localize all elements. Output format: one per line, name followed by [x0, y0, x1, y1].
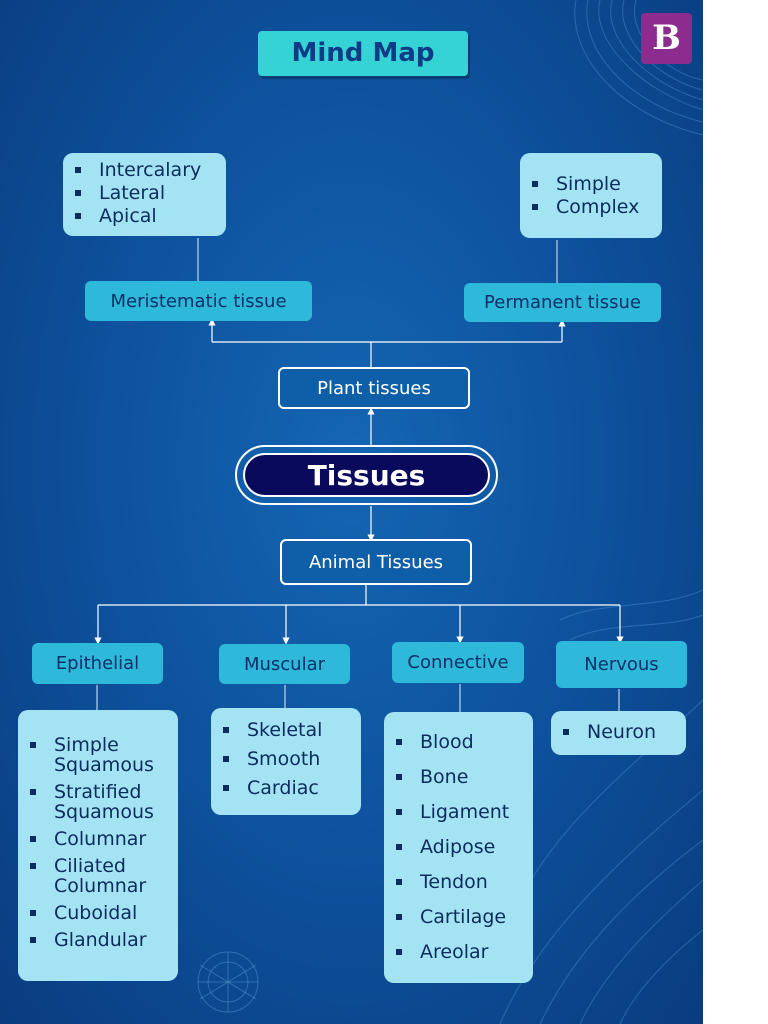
list-item: Tendon — [384, 872, 533, 892]
list-item: Cartilage — [384, 907, 533, 927]
nervous-types-list: Neuron — [551, 722, 686, 742]
list-item: Neuron — [551, 722, 686, 742]
animal-tissues-node: Animal Tissues — [280, 539, 472, 585]
list-item: Columnar — [18, 829, 178, 849]
list-item: Smooth — [211, 749, 361, 769]
logo-letter: B — [652, 18, 681, 58]
meristematic-tissue-node: Meristematic tissue — [85, 281, 312, 321]
list-item: Simple — [520, 174, 662, 194]
list-item: Lateral — [63, 183, 226, 203]
list-item: Ligament — [384, 802, 533, 822]
permanent-tissue-node: Permanent tissue — [464, 283, 661, 322]
list-item: Areolar — [384, 942, 533, 962]
tissues-center-label: Tissues — [243, 453, 490, 497]
list-item: Cuboidal — [18, 903, 178, 923]
connector-lines — [94, 238, 624, 712]
list-item: Apical — [63, 206, 226, 226]
tissues-center-node: Tissues — [235, 445, 498, 505]
list-item: Intercalary — [63, 160, 226, 180]
list-item: Cardiac — [211, 778, 361, 798]
nervous-types-box: Neuron — [551, 711, 686, 755]
muscular-node: Muscular — [219, 644, 350, 684]
list-item: Skeletal — [211, 720, 361, 740]
list-item: Glandular — [18, 930, 178, 950]
nervous-node: Nervous — [556, 641, 687, 688]
epithelial-node: Epithelial — [32, 643, 163, 684]
page-title: Mind Map — [258, 31, 468, 76]
list-item: Complex — [520, 197, 662, 217]
list-item: Bone — [384, 767, 533, 787]
plant-tissues-node: Plant tissues — [278, 367, 470, 409]
list-item: Blood — [384, 732, 533, 752]
list-item: Adipose — [384, 837, 533, 857]
connective-node: Connective — [392, 642, 524, 683]
brand-logo: B — [641, 13, 692, 64]
